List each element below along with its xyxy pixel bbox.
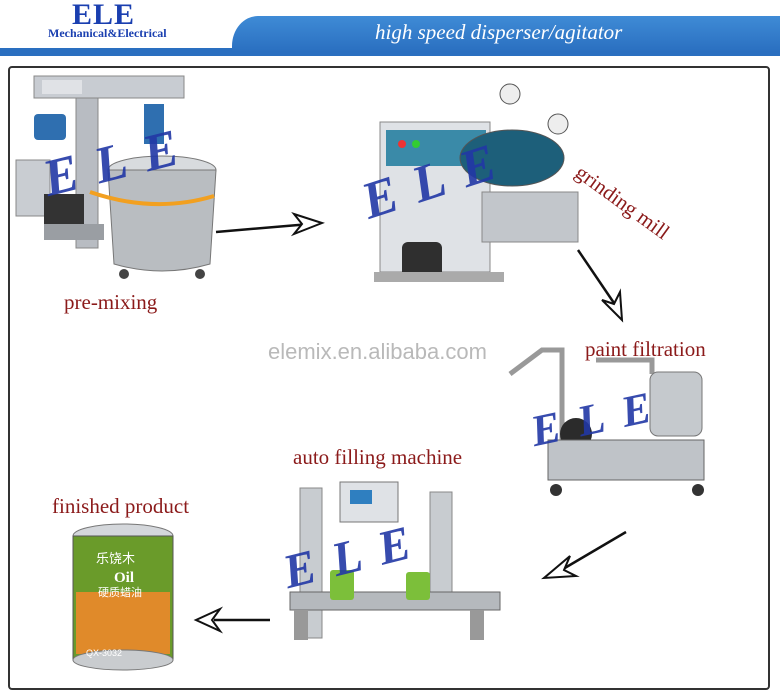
arrow-grind-to-filter bbox=[576, 249, 624, 323]
can-code-text: QX-3032 bbox=[86, 648, 123, 658]
can-chinese-text: 硬质蜡油 bbox=[98, 586, 142, 599]
arrow-premix-to-grind bbox=[215, 212, 325, 237]
grinding-mill-image bbox=[374, 83, 579, 282]
paint-can-graphic bbox=[72, 523, 174, 671]
arrow-filling-to-finished bbox=[193, 606, 270, 634]
filtration-cart-image bbox=[508, 347, 705, 496]
header-banner bbox=[232, 16, 780, 52]
step-label-filtration: paint filtration bbox=[585, 337, 706, 361]
header-rule bbox=[0, 48, 780, 56]
logo-subtitle: Mechanical&Electrical bbox=[48, 26, 167, 40]
arrow-filter-to-filling bbox=[541, 530, 627, 580]
header: ELE Mechanical&Electrical high speed dis… bbox=[0, 0, 780, 58]
logo-title: ELE bbox=[72, 0, 136, 31]
step-label-premixing: pre-mixing bbox=[64, 290, 158, 314]
paint-can-image: 乐饶木 Oil 硬质蜡油 QX-3032 bbox=[68, 522, 178, 672]
site-watermark: elemix.en.alibaba.com bbox=[268, 339, 487, 364]
step-label-filling: auto filling machine bbox=[293, 445, 463, 469]
process-frame bbox=[8, 66, 770, 690]
can-product-text: Oil bbox=[114, 570, 135, 586]
page-title: high speed disperser/agitator bbox=[375, 20, 623, 44]
can-brand-text: 乐饶木 bbox=[96, 552, 136, 567]
disperser-machine-image bbox=[15, 75, 217, 279]
filling-machine-image bbox=[289, 481, 501, 640]
step-label-finished: finished product bbox=[52, 494, 190, 518]
